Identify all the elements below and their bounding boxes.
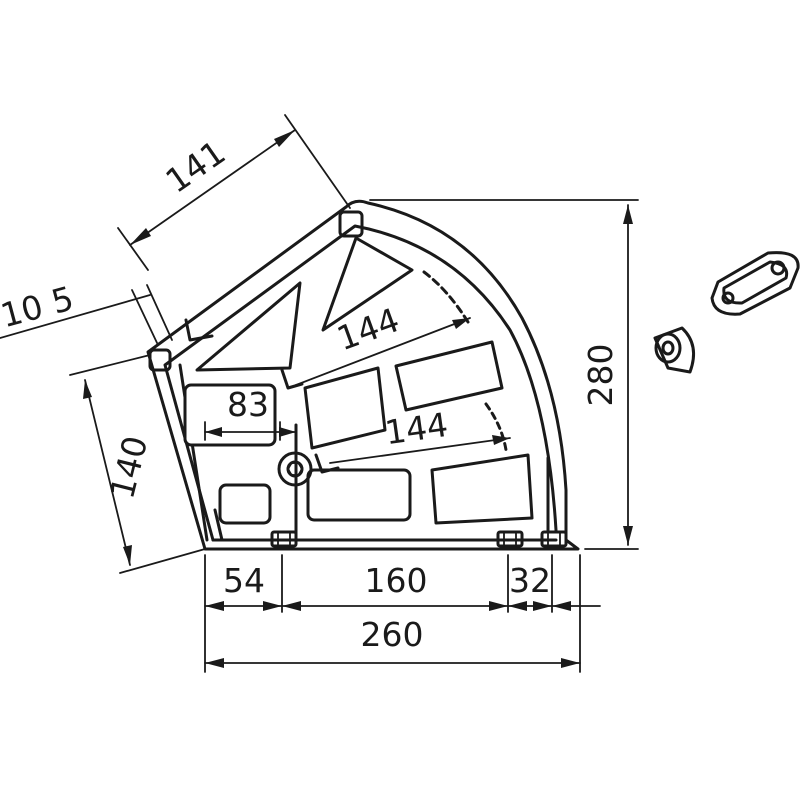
foot-right bbox=[540, 530, 568, 548]
cutout-box-f bbox=[430, 453, 534, 525]
spacer-bushing bbox=[653, 326, 696, 374]
hook-bracket-2 bbox=[280, 368, 304, 390]
housing-inner-edge bbox=[163, 224, 558, 542]
arrowheads bbox=[83, 130, 633, 668]
clip-bracket bbox=[710, 251, 800, 316]
cutout-triangle-left bbox=[195, 281, 302, 372]
lower-left-strip bbox=[213, 508, 224, 542]
cutout-box-c bbox=[394, 340, 504, 412]
dim-140: 140 bbox=[102, 432, 155, 503]
housing-outline bbox=[146, 199, 580, 551]
hook-bracket-1 bbox=[184, 318, 214, 342]
cutout-triangle-top bbox=[321, 236, 414, 332]
dim-32: 32 bbox=[509, 561, 551, 600]
cutout-box-e bbox=[306, 468, 412, 522]
dim-260: 260 bbox=[361, 615, 424, 654]
foot-left bbox=[270, 530, 298, 548]
foot-mid bbox=[496, 530, 524, 548]
corner-block-top bbox=[338, 210, 364, 238]
corner-block-left bbox=[148, 348, 172, 372]
dim-83: 83 bbox=[227, 385, 269, 424]
dim-144-mid: 144 bbox=[382, 405, 450, 452]
hook-bracket-3 bbox=[314, 453, 340, 474]
cutout-box-a bbox=[183, 383, 277, 447]
cutouts bbox=[183, 236, 534, 525]
dim-54: 54 bbox=[223, 561, 265, 600]
pivot-bolt-outer bbox=[277, 451, 313, 487]
serration-lower bbox=[484, 402, 508, 452]
cutout-box-b bbox=[303, 366, 387, 450]
pivot-bolt-hex bbox=[286, 462, 304, 476]
dim-280: 280 bbox=[581, 344, 620, 407]
dim-160: 160 bbox=[365, 561, 428, 600]
cutout-box-d bbox=[218, 483, 272, 525]
dim-141: 141 bbox=[158, 133, 232, 201]
serration-upper bbox=[422, 270, 470, 324]
